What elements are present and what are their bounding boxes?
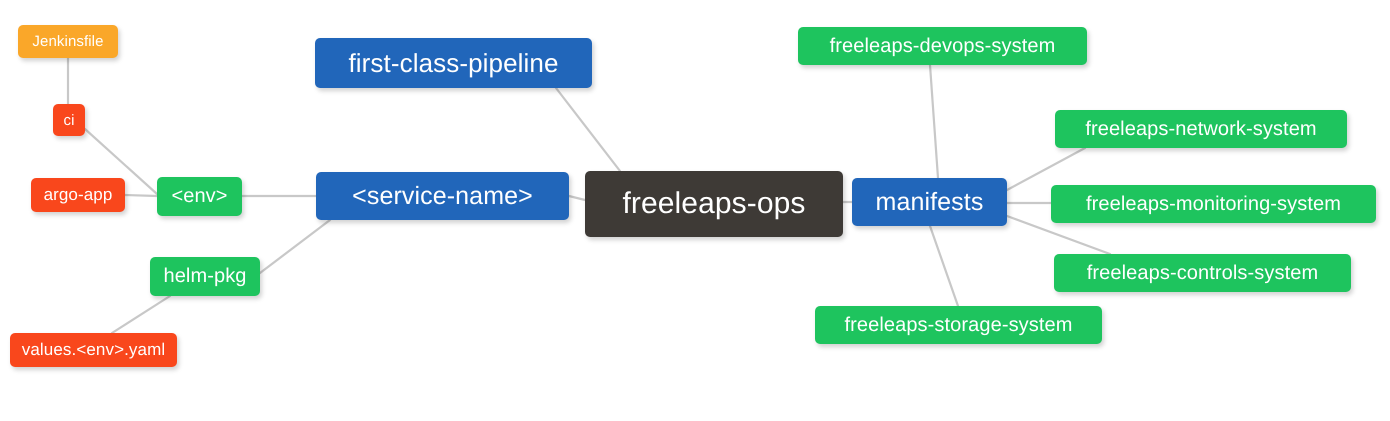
node-label: <service-name>	[352, 181, 533, 210]
node-helm-pkg[interactable]: helm-pkg	[150, 257, 260, 296]
node-label: freeleaps-storage-system	[844, 313, 1073, 336]
node-freeleaps-monitoring-system[interactable]: freeleaps-monitoring-system	[1051, 185, 1376, 223]
node-freeleaps-storage-system[interactable]: freeleaps-storage-system	[815, 306, 1102, 344]
edge-manifests-to-freeleaps-devops-system	[928, 63, 940, 180]
node-label: freeleaps-devops-system	[829, 34, 1056, 57]
node-label: values.<env>.yaml	[21, 340, 166, 359]
node-label: manifests	[875, 187, 984, 216]
node-label: Jenkinsfile	[32, 33, 104, 50]
edge-ci-to-env	[83, 127, 159, 196]
node-freeleaps-devops-system[interactable]: freeleaps-devops-system	[798, 27, 1087, 65]
node-label: freeleaps-controls-system	[1086, 261, 1319, 284]
node-service-name[interactable]: <service-name>	[316, 172, 569, 220]
node-label: helm-pkg	[163, 265, 247, 287]
node-jenkinsfile[interactable]: Jenkinsfile	[18, 25, 118, 58]
edge-manifests-to-freeleaps-storage-system	[928, 224, 960, 308]
node-argo-app[interactable]: argo-app	[31, 178, 125, 212]
node-first-class-pipeline[interactable]: first-class-pipeline	[315, 38, 592, 88]
node-label: argo-app	[43, 185, 113, 204]
node-env[interactable]: <env>	[157, 177, 242, 216]
node-label: freeleaps-monitoring-system	[1085, 192, 1341, 215]
node-values-env-yaml[interactable]: values.<env>.yaml	[10, 333, 177, 367]
node-label: freeleaps-network-system	[1085, 117, 1317, 140]
edge-manifests-to-freeleaps-network-system	[1005, 146, 1087, 192]
node-freeleaps-ops[interactable]: freeleaps-ops	[585, 171, 843, 237]
node-manifests[interactable]: manifests	[852, 178, 1007, 226]
node-label: <env>	[171, 185, 228, 207]
node-freeleaps-network-system[interactable]: freeleaps-network-system	[1055, 110, 1347, 148]
node-freeleaps-controls-system[interactable]: freeleaps-controls-system	[1054, 254, 1351, 292]
node-label: first-class-pipeline	[348, 47, 559, 78]
node-ci[interactable]: ci	[53, 104, 85, 136]
edge-service-name-to-freeleaps-ops	[567, 194, 587, 202]
edge-first-class-pipeline-to-freeleaps-ops	[554, 86, 622, 173]
node-label: ci	[63, 111, 75, 129]
edge-argo-app-to-env	[123, 193, 159, 198]
edge-service-name-to-helm-pkg	[258, 218, 332, 275]
edge-helm-pkg-to-values-env-yaml	[110, 294, 172, 335]
node-label: freeleaps-ops	[622, 187, 806, 220]
edge-manifests-to-freeleaps-controls-system	[1005, 214, 1112, 256]
